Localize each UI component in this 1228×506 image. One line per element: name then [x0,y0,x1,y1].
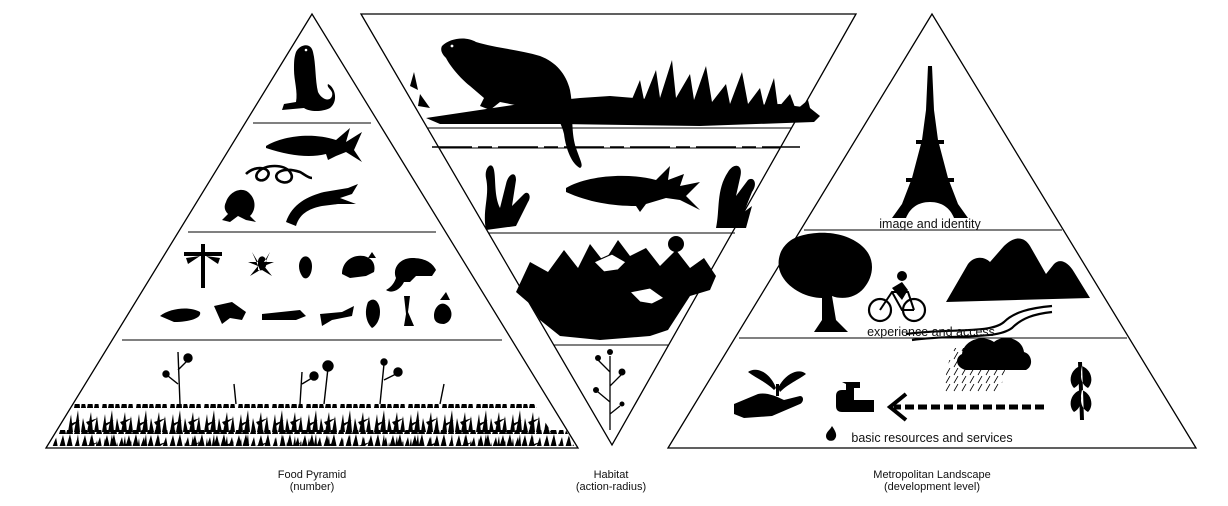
caption-food-pyramid-title: Food Pyramid [192,469,432,481]
caption-habitat-title: Habitat [491,469,731,481]
caption-habitat-subtitle: (action-radius) [491,481,731,493]
rain-lines-icon [942,348,1010,392]
grass-dense-icon [52,430,574,446]
caption-habitat: Habitat (action-radius) [491,469,731,493]
caption-metropolitan-title: Metropolitan Landscape [812,469,1052,481]
otter-eye-icon [305,49,308,52]
eiffel-platform-1-icon [916,140,944,144]
habitat-flower-icon [668,236,684,252]
caption-food-pyramid: Food Pyramid (number) [192,469,432,493]
caption-food-pyramid-subtitle: (number) [192,481,432,493]
habitat-otter-eye-icon [451,45,454,48]
plant-stem-icon [776,384,779,396]
label-basic-resources: basic resources and services [851,431,1012,445]
caption-metropolitan: Metropolitan Landscape (development leve… [812,469,1052,493]
label-image-identity: image and identity [879,217,981,231]
label-experience-access: experience and access [867,325,995,339]
caption-metropolitan-subtitle: (development level) [812,481,1052,493]
eiffel-platform-2-icon [906,178,954,182]
